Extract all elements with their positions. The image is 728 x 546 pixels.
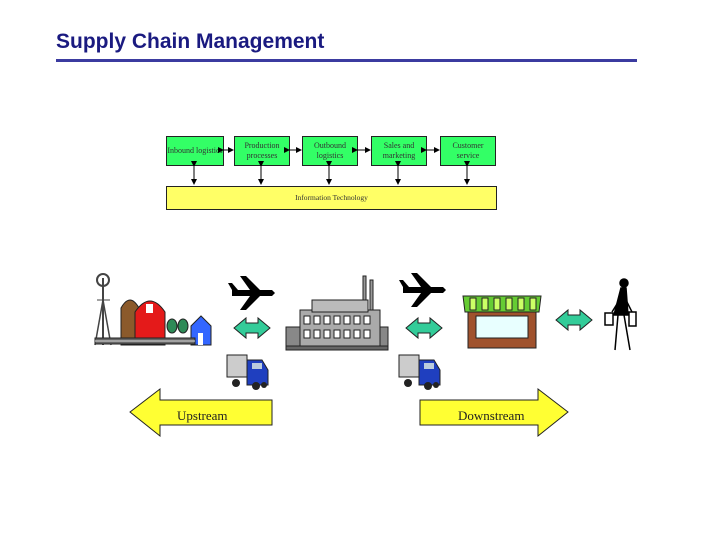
farm-icon — [94, 273, 212, 346]
upstream-arrow — [129, 387, 273, 438]
airplane-icon — [228, 276, 275, 310]
activity-label: Sales and marketing — [382, 141, 416, 160]
activity-label: Production processes — [244, 141, 280, 160]
upstream-label: Upstream — [177, 408, 228, 423]
shopper-icon — [604, 278, 637, 351]
airplane-icon — [399, 273, 446, 307]
double-arrow-icon — [233, 316, 271, 340]
truck-icon — [398, 354, 441, 390]
shop-icon — [462, 295, 542, 349]
double-arrow-icon — [405, 316, 443, 340]
downstream-label: Downstream — [458, 408, 524, 423]
title-underline — [56, 59, 637, 62]
activity-label: Customer service — [452, 141, 484, 160]
activity-label: Outbound logistics — [314, 141, 346, 160]
page-title: Supply Chain Management — [56, 30, 325, 53]
information-technology-bar: Information Technology — [166, 186, 497, 210]
downstream-arrow — [419, 387, 569, 438]
activity-label: Inbound logistics — [167, 146, 223, 155]
box-connectors — [191, 147, 470, 185]
factory-icon — [285, 275, 389, 351]
truck-icon — [226, 354, 269, 390]
double-arrow-icon — [555, 308, 593, 332]
